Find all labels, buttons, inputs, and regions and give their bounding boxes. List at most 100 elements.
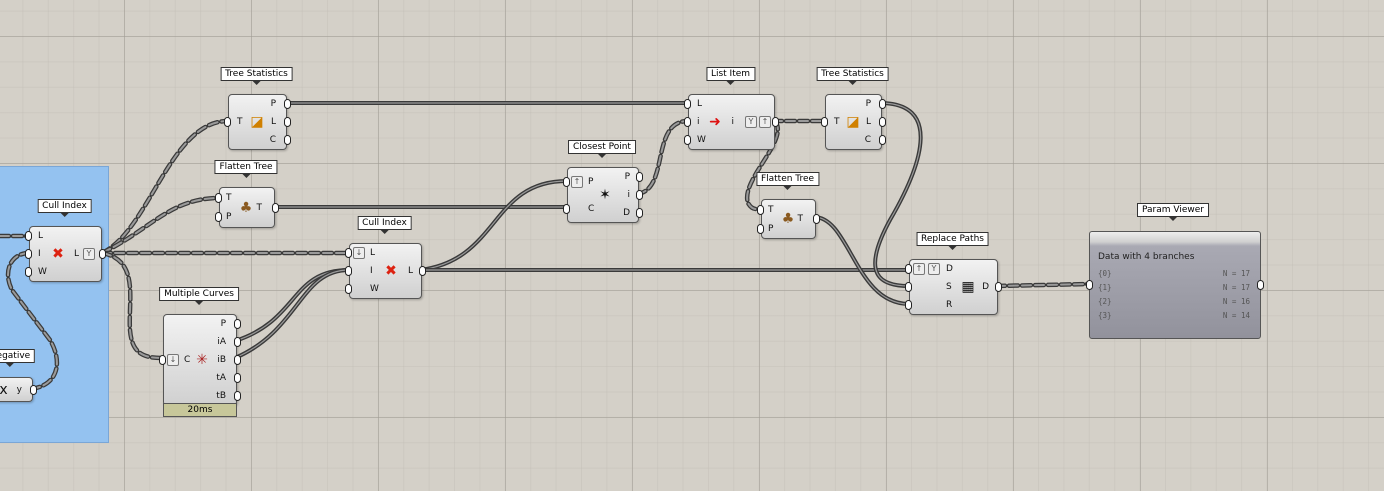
param-viewer[interactable]: Data with 4 branches {0}N = 17 {1}N = 17…	[1086, 231, 1264, 339]
input-param-label: L	[38, 231, 44, 241]
multiple-curves-label: Multiple Curves	[159, 287, 239, 305]
input-param-label: W	[697, 135, 706, 145]
input-param-label: i	[697, 117, 700, 127]
wire-curves-ib-cullindex[interactable]	[234, 268, 350, 360]
output-param-label: L	[407, 266, 413, 276]
output-port-p[interactable]	[284, 99, 291, 109]
input-port-t[interactable]	[215, 192, 222, 203]
output-port-tb[interactable]	[234, 391, 241, 401]
branch-path: {1}	[1098, 283, 1112, 292]
param-viewer-input-port[interactable]	[1086, 280, 1093, 290]
output-port-ia[interactable]	[234, 337, 241, 347]
simplify-flag-icon: ↑	[759, 116, 771, 128]
wire-negative-cullindex-i[interactable]	[5, 250, 60, 392]
input-port-w[interactable]	[684, 135, 691, 145]
output-param-label: tA	[216, 373, 226, 383]
wire-treestats-replacepaths[interactable]	[873, 101, 923, 288]
input-port-l[interactable]	[345, 248, 352, 258]
output-port-t[interactable]	[272, 202, 279, 213]
input-port-r[interactable]	[905, 300, 912, 310]
output-port-p[interactable]	[879, 99, 886, 109]
input-port-p[interactable]	[757, 223, 764, 234]
output-port-c[interactable]	[879, 135, 886, 145]
curve-intersection-icon: ✳	[196, 352, 208, 368]
closest-point-icon: ✶	[599, 187, 611, 203]
param-viewer-label: Param Viewer	[1137, 203, 1209, 221]
input-port-d[interactable]	[905, 264, 912, 274]
wire-cullindex-treestats[interactable]	[99, 118, 231, 256]
cull-index-2-label: Cull Index	[357, 216, 412, 234]
output-port-i[interactable]	[772, 117, 779, 127]
viewer-summary: Data with 4 branches	[1098, 252, 1195, 262]
wire-cullindex-multiplecurves[interactable]	[99, 250, 166, 361]
branch-row: {1}N = 17	[1098, 283, 1250, 292]
output-port-l[interactable]	[419, 266, 426, 276]
output-param-label: C	[269, 135, 276, 145]
input-port-c[interactable]	[159, 355, 166, 365]
output-param-label: T	[797, 214, 804, 224]
output-port-d[interactable]	[636, 208, 643, 218]
simplify-flag-icon: ↑	[913, 263, 925, 275]
output-port-ib[interactable]	[234, 355, 241, 365]
output-port-d[interactable]	[995, 282, 1002, 292]
input-port-w[interactable]	[345, 284, 352, 294]
output-port-t[interactable]	[813, 214, 820, 224]
wire-cullindex-closestpoint[interactable]	[419, 179, 568, 272]
wire-listitem-flattentree[interactable]	[744, 118, 780, 212]
output-port-c[interactable]	[284, 135, 291, 145]
output-port-l[interactable]	[284, 117, 291, 127]
input-param-label: L	[370, 248, 376, 258]
negative-label: Negative	[0, 349, 36, 367]
wire-curves-ia-cullindex[interactable]	[234, 268, 350, 343]
flatten-tree-2-label: Flatten Tree	[755, 172, 820, 190]
input-port-p[interactable]	[563, 176, 570, 187]
output-param-label: y	[16, 384, 22, 395]
input-port-t[interactable]	[821, 117, 828, 127]
branch-row: {3}N = 14	[1098, 311, 1250, 320]
wire-flattentree-replacepaths[interactable]	[813, 215, 910, 306]
output-port-i[interactable]	[636, 190, 643, 200]
tree-stats-1-label: Tree Statistics	[220, 67, 293, 85]
output-port-p[interactable]	[234, 319, 241, 329]
input-port-i[interactable]	[684, 117, 691, 127]
input-port-l[interactable]	[25, 231, 32, 241]
closest-point-label: Closest Point	[568, 140, 636, 158]
input-port-l[interactable]	[684, 99, 691, 109]
wire-cullindex-flattentree[interactable]	[99, 195, 222, 256]
output-port-l[interactable]	[879, 117, 886, 127]
input-port-c[interactable]	[563, 203, 570, 214]
input-param-label: I	[370, 266, 373, 276]
input-port-p[interactable]	[215, 212, 222, 223]
input-param-label: P	[226, 212, 232, 223]
output-port-l[interactable]	[99, 249, 106, 259]
cull-index-icon: ✖	[385, 263, 397, 279]
input-param-label: D	[946, 264, 953, 274]
output-port-ta[interactable]	[234, 373, 241, 383]
input-port-t[interactable]	[224, 117, 231, 127]
replace-paths-label: Replace Paths	[916, 232, 989, 250]
output-port-p[interactable]	[636, 172, 643, 182]
input-param-label: T	[768, 204, 774, 215]
param-viewer-output-port[interactable]	[1257, 280, 1264, 290]
input-port-w[interactable]	[25, 267, 32, 277]
negative-component[interactable]: y-x	[0, 377, 37, 402]
input-port-i[interactable]	[25, 249, 32, 259]
input-port-i[interactable]	[345, 266, 352, 276]
output-port-y[interactable]	[30, 384, 37, 395]
wire-replacepaths-paramviewer[interactable]	[993, 281, 1092, 289]
branch-path: {0}	[1098, 269, 1112, 278]
input-port-s[interactable]	[905, 282, 912, 292]
input-port-t[interactable]	[757, 204, 764, 215]
wire-closestpoint-listitem[interactable]	[634, 118, 691, 197]
